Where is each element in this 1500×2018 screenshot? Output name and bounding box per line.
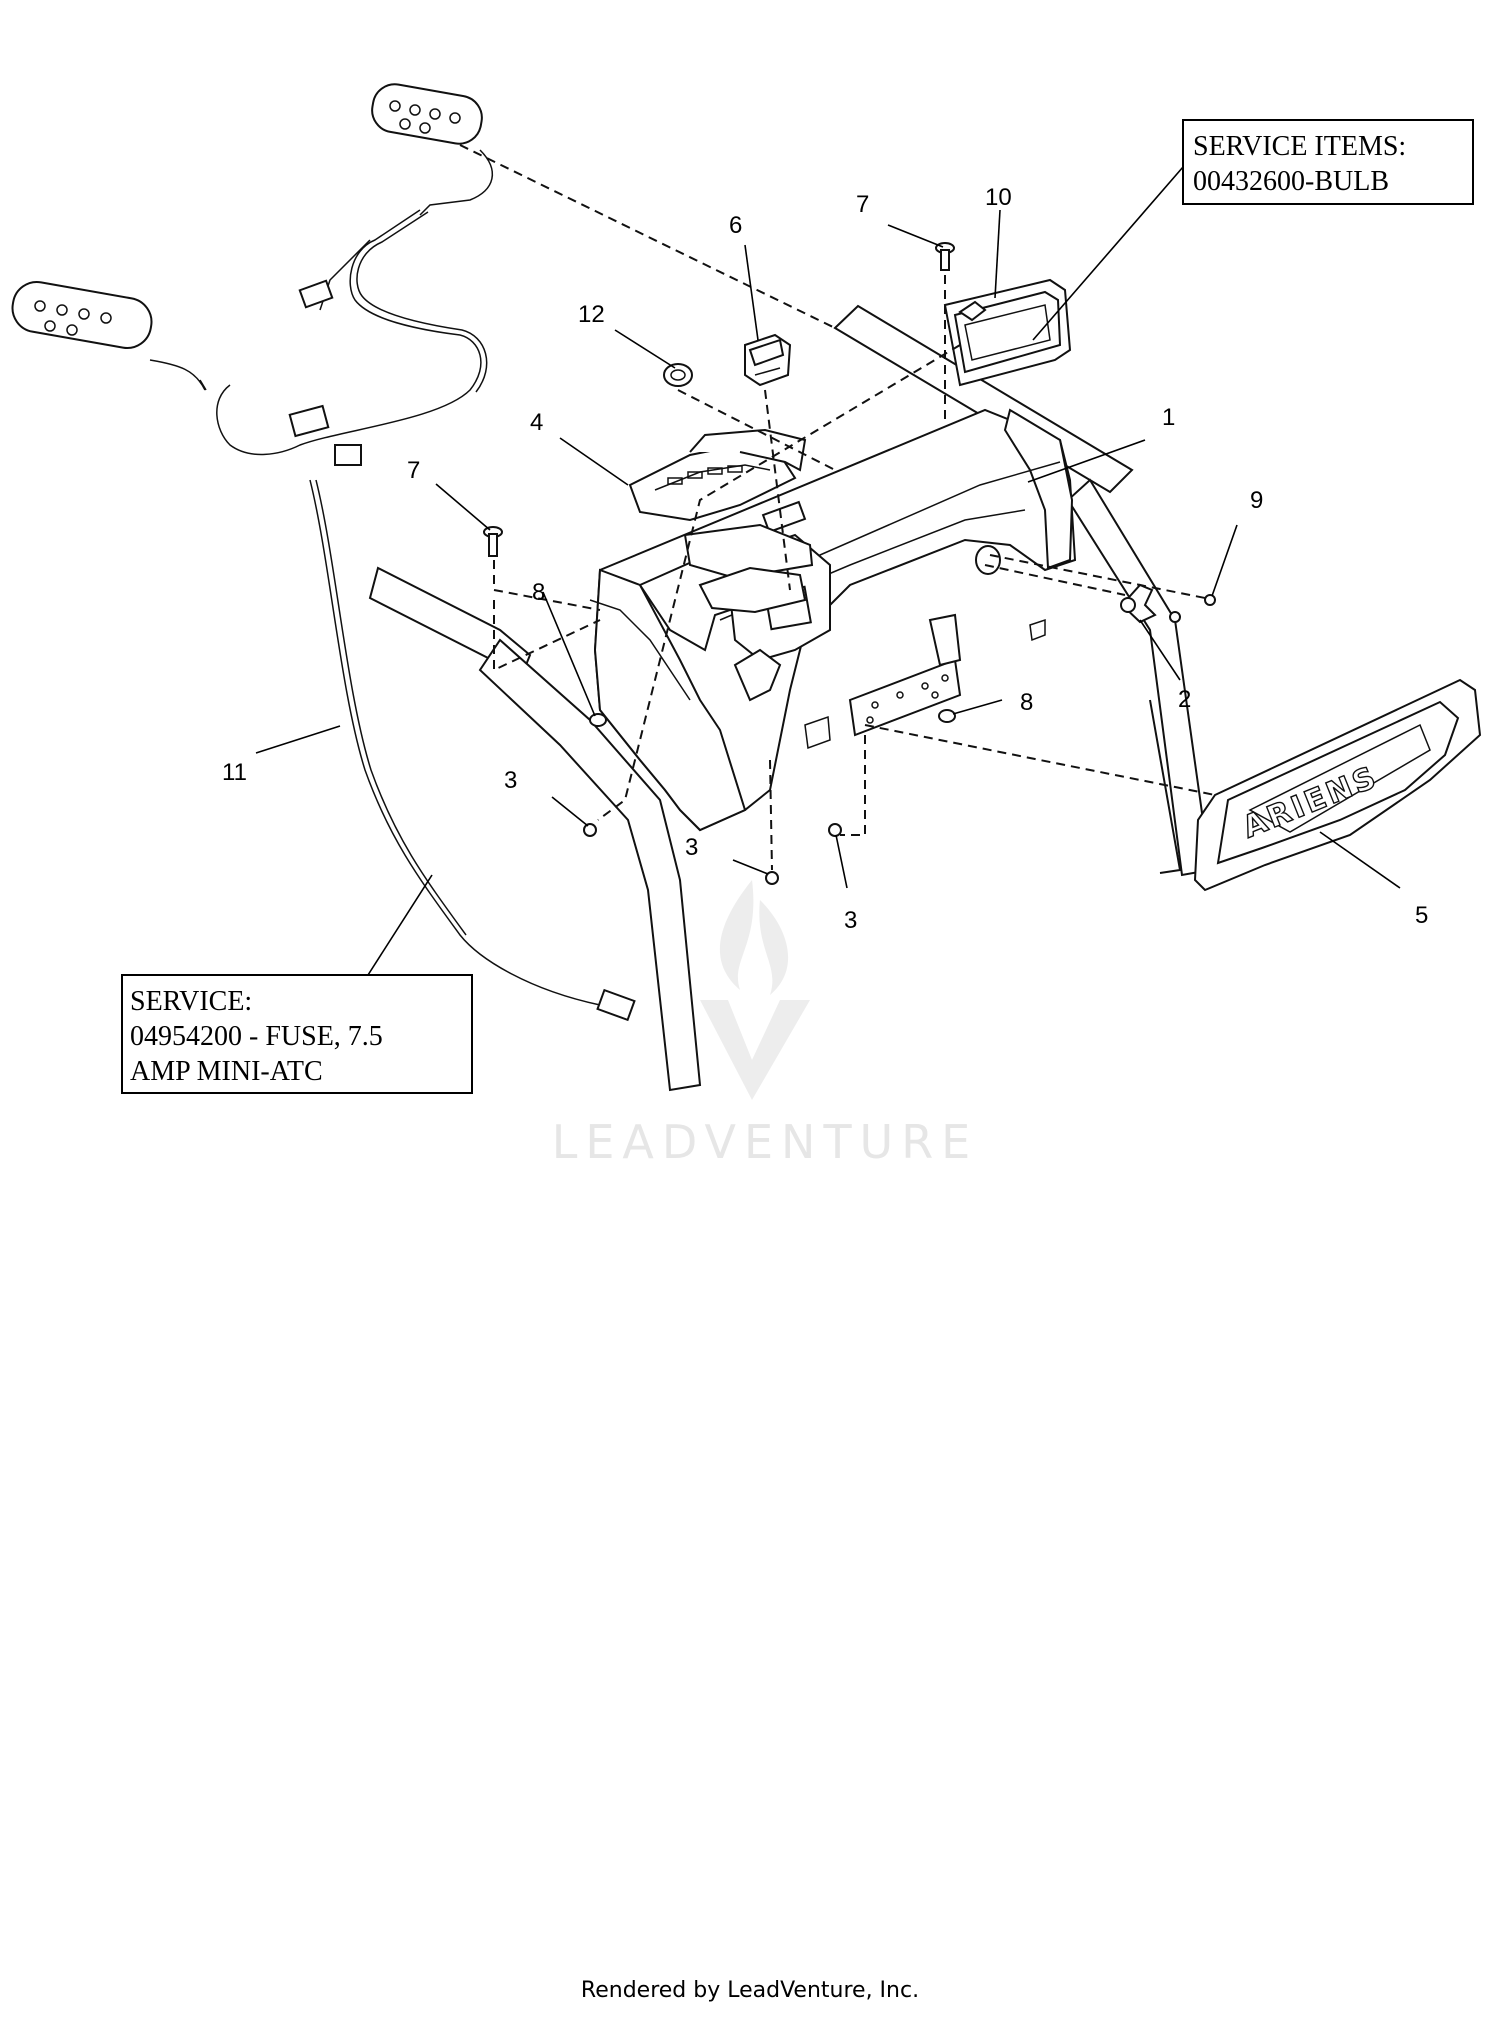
watermark-flame-icon (700, 880, 810, 1100)
washer-8-right (938, 709, 956, 723)
service-box-fuse-line2: 04954200 - FUSE, 7.5 (130, 1021, 383, 1052)
callout-12: 12 (578, 301, 605, 328)
nut-9 (1204, 594, 1216, 606)
service-box-fuse: SERVICE: 04954200 - FUSE, 7.5 AMP MINI-A… (121, 974, 473, 1094)
callout-11: 11 (222, 759, 247, 786)
screw-3-left (583, 823, 597, 837)
callout-labels: 1 2 3 3 3 4 5 6 7 7 8 8 9 10 11 12 (222, 184, 1428, 934)
retainer-knob (663, 363, 693, 387)
handlebar-left (368, 566, 702, 1092)
callout-3-left: 3 (504, 767, 517, 794)
callout-10: 10 (985, 184, 1012, 211)
callout-4: 4 (530, 409, 543, 436)
service-box-bulb: SERVICE ITEMS: 00432600-BULB (1182, 119, 1474, 205)
screw-3-center (765, 871, 779, 885)
callout-8-left: 8 (532, 579, 545, 606)
mounting-plate (848, 613, 962, 737)
handlebar-right (833, 304, 1212, 877)
callout-3-center: 3 (685, 834, 698, 861)
light-cover (628, 428, 814, 614)
hex-nut-right (1169, 611, 1181, 623)
callout-1: 1 (1162, 404, 1175, 431)
service-box-fuse-line1: SERVICE: (130, 986, 252, 1017)
carriage-bolt-upper (935, 242, 955, 271)
callout-8-right: 8 (1020, 689, 1033, 716)
fasteners (583, 709, 956, 885)
callout-7-upper: 7 (856, 191, 869, 218)
service-box-bulb-line1: SERVICE ITEMS: (1193, 131, 1406, 162)
service-box-bulb-line2: 00432600-BULB (1193, 166, 1389, 197)
grip-lower (11, 281, 206, 391)
callout-2: 2 (1178, 686, 1191, 713)
watermark-text: LEADVENTURE (552, 1115, 979, 1169)
callout-5: 5 (1415, 902, 1428, 929)
callout-3-right: 3 (844, 907, 857, 934)
logo-panel: ARIENS (1193, 678, 1482, 892)
callout-9: 9 (1250, 487, 1263, 514)
leader-lines (255, 166, 1401, 976)
assembly-lines (459, 144, 1216, 871)
rocker-switch (744, 333, 792, 387)
headlight (943, 278, 1072, 387)
callout-7-left: 7 (407, 457, 420, 484)
wire-harness (199, 209, 636, 1022)
carriage-bolt-left (483, 526, 503, 557)
footer-text: Rendered by LeadVenture, Inc. (581, 1978, 919, 2003)
screw-3-right (828, 823, 842, 837)
grip-upper (371, 83, 494, 216)
washer-8-left (589, 713, 607, 727)
watermark: LEADVENTURE (552, 880, 979, 1169)
callout-6: 6 (729, 212, 742, 239)
service-box-fuse-line3: AMP MINI-ATC (130, 1056, 323, 1087)
